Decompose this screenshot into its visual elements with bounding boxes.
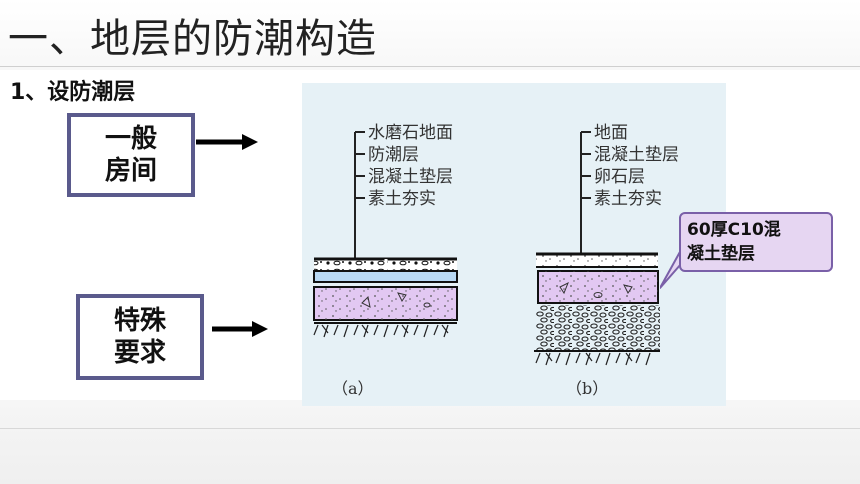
footer-divider (0, 428, 860, 429)
figure-b-caption: （b） (566, 379, 608, 398)
callout-line2: 凝土垫层 (687, 244, 755, 264)
section-heading: 1、设防潮层 (10, 80, 136, 105)
callout-line1: 60厚C10混 (687, 220, 781, 240)
figure-a-label-4: 素土夯实 (368, 189, 436, 209)
floor-construction-diagram: 水磨石地面 防潮层 混凝土垫层 素土夯实 (302, 83, 726, 406)
damp-proof-layer (313, 270, 458, 283)
figure-b-label-2: 混凝土垫层 (594, 145, 679, 165)
header-divider (0, 66, 860, 67)
pebble-layer (536, 305, 660, 350)
special-requirement-label-line1: 特殊 (113, 306, 166, 336)
figure-a-label-1: 水磨石地面 (368, 123, 453, 143)
diagram-canvas: 水磨石地面 防潮层 混凝土垫层 素土夯实 (313, 123, 679, 398)
special-requirement-label-line2: 要求 (113, 338, 166, 368)
general-room-label-line2: 房间 (104, 156, 157, 186)
figure-a-label-2: 防潮层 (368, 145, 419, 165)
concrete-callout: 60厚C10混 凝土垫层 (679, 212, 833, 272)
figure-a-label-3: 混凝土垫层 (368, 167, 453, 187)
figure-a: 水磨石地面 防潮层 混凝土垫层 素土夯实 (313, 123, 458, 398)
arrow-right-icon (212, 321, 268, 337)
figure-b-label-1: 地面 (594, 123, 628, 143)
page-title: 一、地层的防潮构造 (8, 16, 377, 62)
figure-b-label-3: 卵石层 (594, 167, 645, 187)
footer-background (0, 400, 860, 484)
general-room-label-line1: 一般 (104, 124, 157, 154)
arrow-right-icon (196, 134, 258, 150)
special-requirement-box: 特殊 要求 (76, 294, 204, 380)
figure-b-label-4: 素土夯实 (594, 189, 662, 209)
general-room-box: 一般 房间 (67, 113, 195, 197)
figure-a-caption: （a） (332, 379, 374, 398)
header-background (0, 0, 860, 70)
figure-b: 地面 混凝土垫层 卵石层 素土夯实 (534, 123, 679, 398)
